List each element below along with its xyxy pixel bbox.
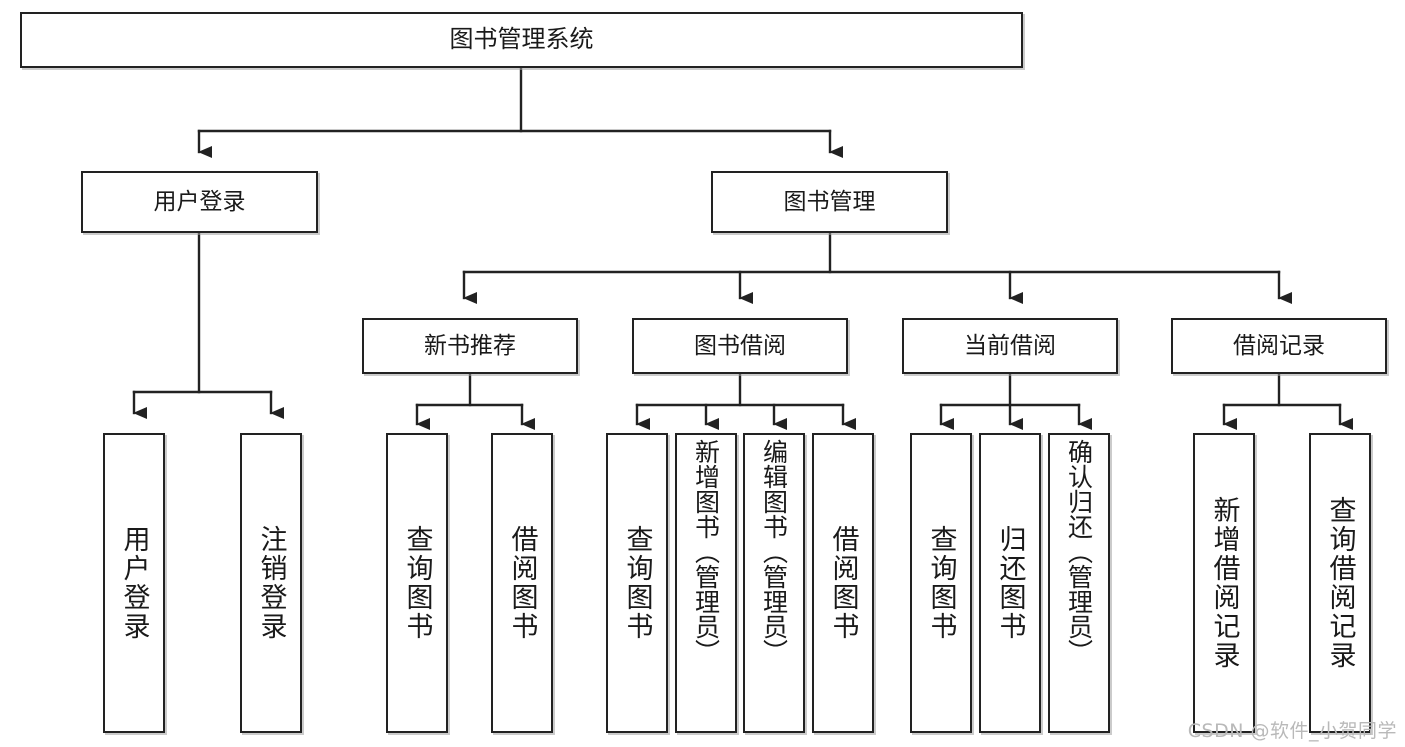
node-leaf-query-record[interactable]: 查询借阅记录 <box>1309 433 1371 733</box>
node-user-login-label: 用户登录 <box>153 188 246 215</box>
node-new-book-recommend-label: 新书推荐 <box>424 332 516 359</box>
node-borrow-record[interactable]: 借阅记录 <box>1171 318 1387 374</box>
node-leaf-user-login-label: 用户登录 <box>118 525 150 641</box>
node-leaf-query-record-label: 查询借阅记录 <box>1324 496 1356 670</box>
node-leaf-query-book-1[interactable]: 查询图书 <box>386 433 448 733</box>
node-root-system[interactable]: 图书管理系统 <box>20 12 1023 68</box>
node-borrow-record-label: 借阅记录 <box>1233 332 1325 359</box>
node-leaf-edit-book[interactable]: 编辑图书（管理员） <box>743 433 805 733</box>
node-new-book-recommend[interactable]: 新书推荐 <box>362 318 578 374</box>
node-root-system-label: 图书管理系统 <box>449 25 594 54</box>
node-leaf-user-login[interactable]: 用户登录 <box>103 433 165 733</box>
watermark-text: CSDN @软件_小贺同学 <box>1187 720 1397 742</box>
node-user-login[interactable]: 用户登录 <box>81 171 318 233</box>
node-leaf-borrow-book-1-label: 借阅图书 <box>506 525 538 641</box>
node-leaf-query-book-3[interactable]: 查询图书 <box>910 433 972 733</box>
node-current-borrow[interactable]: 当前借阅 <box>902 318 1118 374</box>
node-leaf-add-book-label: 新增图书（管理员） <box>691 439 721 664</box>
node-leaf-confirm-return[interactable]: 确认归还（管理员） <box>1048 433 1110 733</box>
node-book-manage-label: 图书管理 <box>783 188 876 215</box>
node-leaf-return-book[interactable]: 归还图书 <box>979 433 1041 733</box>
node-leaf-query-book-1-label: 查询图书 <box>401 525 433 641</box>
node-leaf-confirm-return-label: 确认归还（管理员） <box>1064 439 1094 664</box>
node-leaf-query-book-3-label: 查询图书 <box>925 525 957 641</box>
node-leaf-borrow-book-1[interactable]: 借阅图书 <box>491 433 553 733</box>
node-book-borrow-label: 图书借阅 <box>694 332 786 359</box>
node-leaf-borrow-book-2-label: 借阅图书 <box>827 525 859 641</box>
node-leaf-return-book-label: 归还图书 <box>994 525 1026 641</box>
node-leaf-query-book-2-label: 查询图书 <box>621 525 653 641</box>
node-leaf-add-record-label: 新增借阅记录 <box>1208 496 1240 670</box>
node-book-borrow[interactable]: 图书借阅 <box>632 318 848 374</box>
node-leaf-logout-login[interactable]: 注销登录 <box>240 433 302 733</box>
node-leaf-logout-login-label: 注销登录 <box>255 525 287 641</box>
node-book-manage[interactable]: 图书管理 <box>711 171 948 233</box>
node-leaf-query-book-2[interactable]: 查询图书 <box>606 433 668 733</box>
node-leaf-add-book[interactable]: 新增图书（管理员） <box>675 433 737 733</box>
node-current-borrow-label: 当前借阅 <box>964 332 1056 359</box>
node-leaf-add-record[interactable]: 新增借阅记录 <box>1193 433 1255 733</box>
node-leaf-borrow-book-2[interactable]: 借阅图书 <box>812 433 874 733</box>
node-leaf-edit-book-label: 编辑图书（管理员） <box>759 439 789 664</box>
